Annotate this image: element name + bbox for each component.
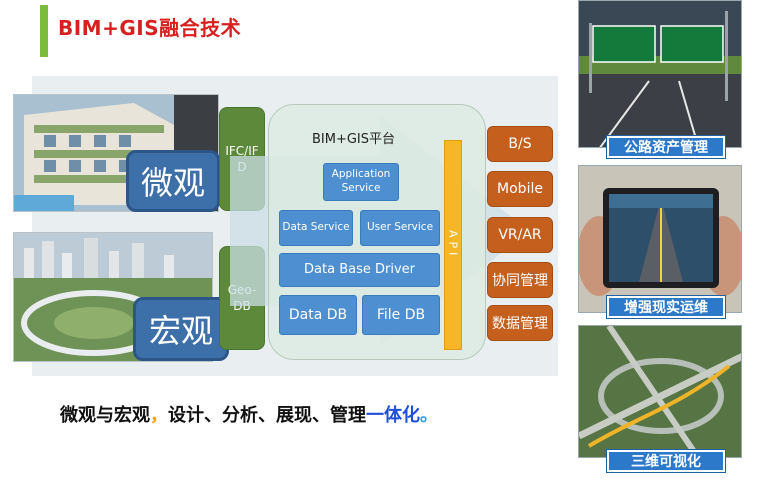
tagline: 微观与宏观，设计、分析、展现、管理一体化。 (60, 401, 438, 427)
user-service-box: User Service (360, 210, 440, 246)
page-title: BIM+GIS融合技术 (58, 16, 242, 40)
api-bar: API (444, 140, 462, 350)
micro-label: 微观 (126, 150, 220, 212)
tagline-part1: 微观与宏观 (60, 405, 150, 426)
data-service-box: Data Service (279, 210, 353, 246)
aerial-interchange-photo (578, 325, 742, 458)
tagline-highlight: 一体化 (366, 405, 420, 426)
tagline-comma: ， (150, 405, 168, 426)
macro-label: 宏观 (133, 297, 229, 361)
output-bs: B/S (487, 126, 553, 162)
caption-3d-visualization: 三维可视化 (606, 449, 726, 473)
output-mobile: Mobile (487, 171, 553, 207)
tagline-end: 。 (420, 405, 438, 426)
platform-title: BIM+GIS平台 (312, 132, 396, 147)
application-service-box: Application Service (323, 163, 399, 201)
output-collaboration: 协同管理 (487, 262, 553, 298)
data-db-box: Data DB (279, 295, 357, 335)
road-sign-photo (578, 0, 742, 148)
database-driver-box: Data Base Driver (279, 253, 440, 287)
output-vrar: VR/AR (487, 217, 553, 253)
ar-tablet-photo (578, 165, 742, 313)
caption-ar-operations: 增强现实运维 (606, 295, 726, 319)
caption-highway-assets: 公路资产管理 (606, 135, 726, 159)
file-db-box: File DB (362, 295, 440, 335)
title-accent-bar (40, 5, 48, 57)
api-label: API (446, 230, 460, 260)
tagline-part2: 设计、分析、展现、管理 (168, 405, 366, 426)
output-data-management: 数据管理 (487, 305, 553, 341)
